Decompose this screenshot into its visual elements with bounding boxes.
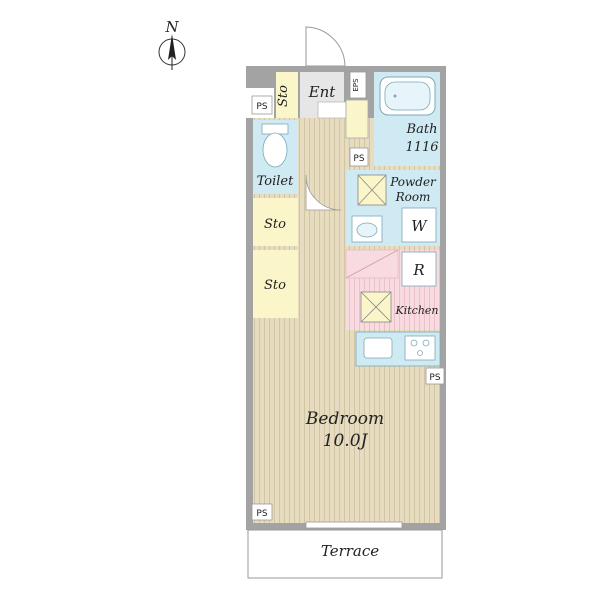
corridor-door-icon (305, 174, 342, 211)
terrace (247, 529, 443, 579)
ps-top-left (251, 95, 273, 115)
washer-space (401, 207, 437, 243)
bath-size-label: 1116 (405, 140, 438, 155)
kitchen-label: Kitchen (395, 304, 439, 317)
terrace-label: Terrace (321, 542, 379, 560)
sink-icon (363, 337, 393, 359)
shoe-cabinet (345, 99, 369, 139)
toilet-label: Toilet (257, 174, 294, 189)
terrace-window (305, 521, 403, 529)
storage-low (253, 250, 298, 318)
storage-top (276, 72, 298, 118)
compass-label: N (164, 18, 179, 36)
ps-bath-label: PS (353, 154, 364, 164)
corridor-floor (300, 118, 346, 368)
washbasin-icon (351, 215, 383, 243)
storage-middle (253, 198, 298, 246)
ps-kitchen-label: PS (429, 373, 440, 383)
entrance-door-icon (305, 26, 346, 67)
ps-bottom-left-label: PS (256, 509, 267, 519)
storage-low-label: Sto (264, 278, 286, 293)
storage-top-label: Sto (276, 85, 291, 107)
eps-box (349, 71, 367, 99)
powder-room-label-2: Room (395, 190, 431, 204)
storage-middle-label: Sto (264, 217, 286, 232)
toilet-icon (261, 123, 289, 168)
fridge-space (401, 251, 437, 287)
fridge-label: R (412, 261, 424, 279)
ps-bottom-left (251, 503, 273, 521)
entrance-label: Ent (308, 83, 337, 101)
bedroom-label: Bedroom (305, 409, 384, 429)
powder-room-label-1: Powder (389, 175, 437, 189)
kitchen-fan-icon (360, 291, 392, 323)
bath-label: Bath (406, 122, 438, 137)
north-compass-icon: N (158, 18, 186, 70)
powder-room-fan-icon (357, 174, 387, 206)
eps-label: EPS (352, 78, 360, 92)
bedroom-size-label: 10.0J (323, 431, 369, 451)
ps-top-left-label: PS (256, 102, 267, 112)
ps-bath (349, 147, 369, 167)
stove-icon (404, 335, 436, 361)
washer-label: W (411, 217, 428, 235)
ps-kitchen (425, 367, 445, 385)
